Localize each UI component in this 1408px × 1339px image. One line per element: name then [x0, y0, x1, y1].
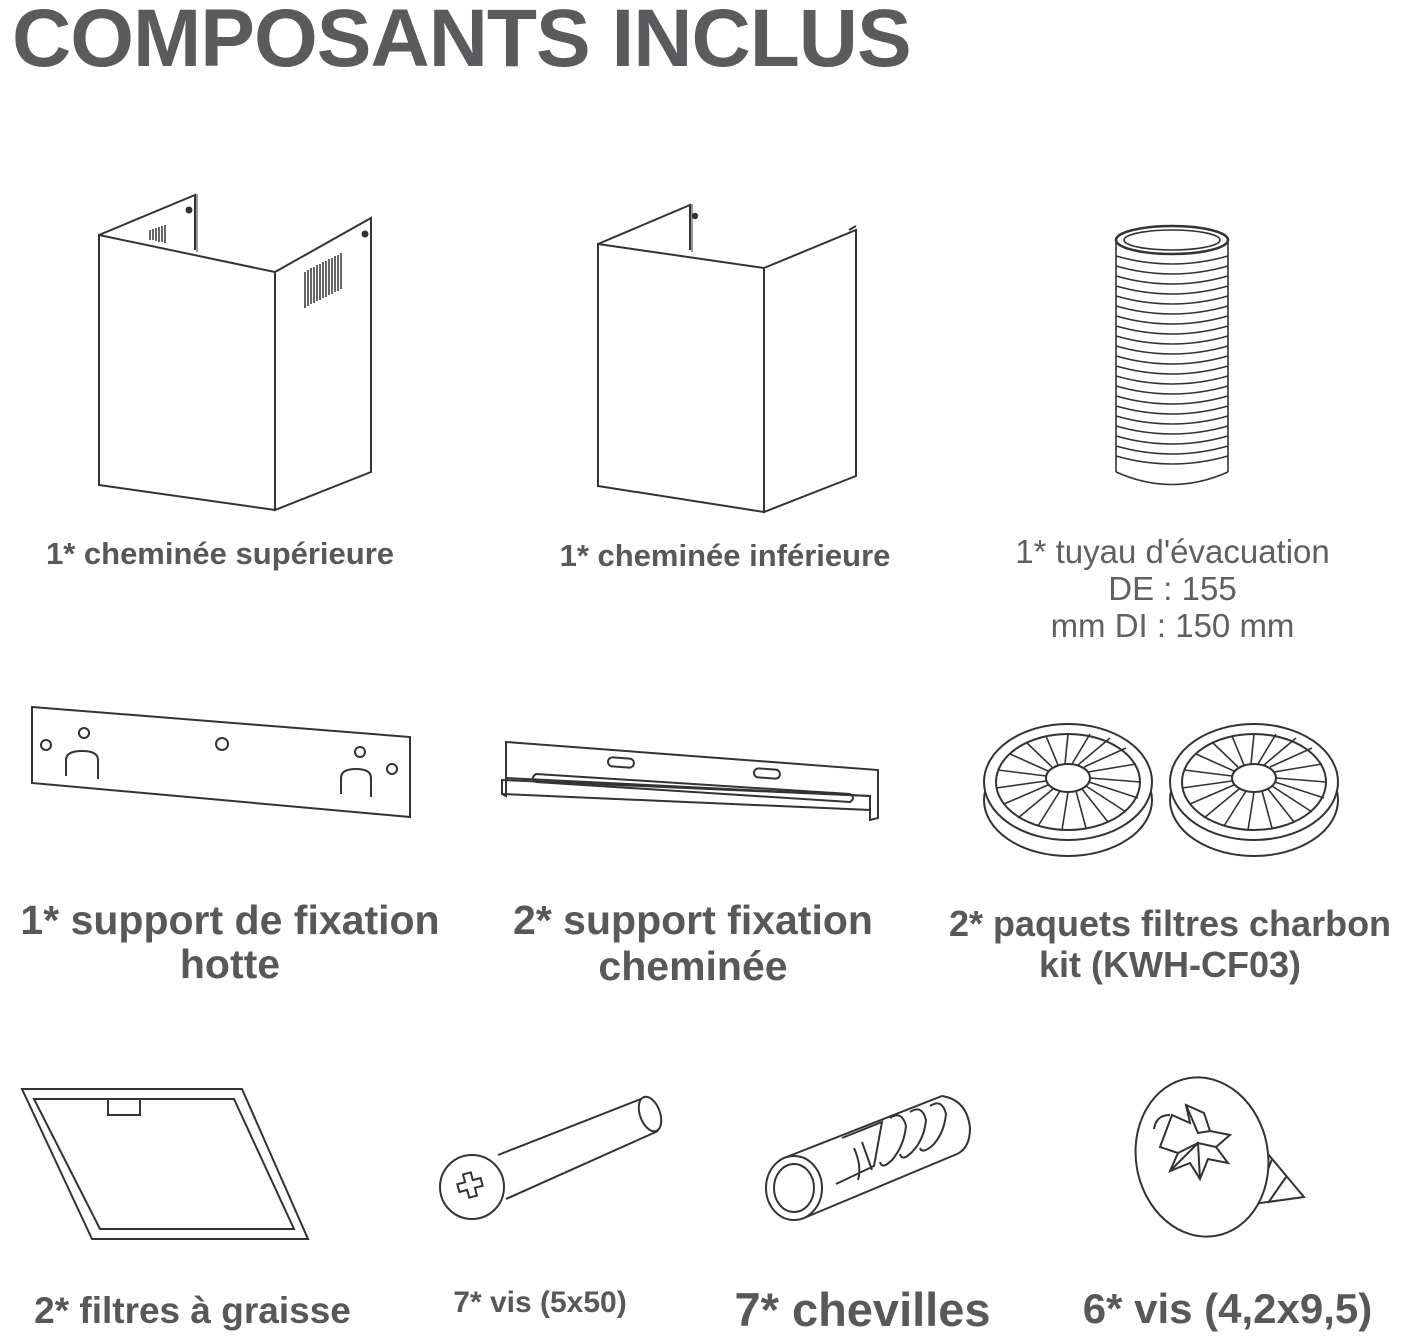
- grease-filter-icon: [18, 1085, 313, 1245]
- label-screw-5x50: 7* vis (5x50): [453, 1286, 627, 1319]
- upper-chimney-icon: [95, 190, 380, 515]
- chimney-bracket-icon: [498, 738, 883, 826]
- screw-4-2x9-5-icon: [1132, 1075, 1312, 1245]
- label-lower-chimney: 1* cheminée inférieure: [559, 538, 891, 573]
- label-carbon-filter: 2* paquets filtres charbon kit (KWH-CF03…: [948, 903, 1392, 986]
- wall-plug-icon: [762, 1088, 977, 1223]
- label-upper-chimney: 1* cheminée supérieure: [45, 536, 395, 571]
- carbon-filter-icon: [980, 718, 1350, 860]
- screw-5x50-icon: [436, 1093, 666, 1223]
- hood-bracket-icon: [28, 703, 416, 823]
- label-screw-4-2x9-5: 6* vis (4,2x9,5): [1082, 1285, 1373, 1332]
- label-exhaust-pipe: 1* tuyau d'évacuation DE : 155 mm DI : 1…: [1015, 533, 1330, 644]
- exhaust-pipe-icon: [1110, 222, 1235, 490]
- page-title: COMPOSANTS INCLUS: [12, 0, 912, 84]
- label-grease-filter: 2* filtres à graisse: [34, 1290, 351, 1331]
- lower-chimney-icon: [594, 200, 864, 515]
- label-wall-plug: 7* chevilles: [734, 1283, 991, 1336]
- label-chimney-bracket: 2* support fixation cheminée: [513, 897, 873, 989]
- label-hood-bracket: 1* support de fixation hotte: [20, 897, 440, 988]
